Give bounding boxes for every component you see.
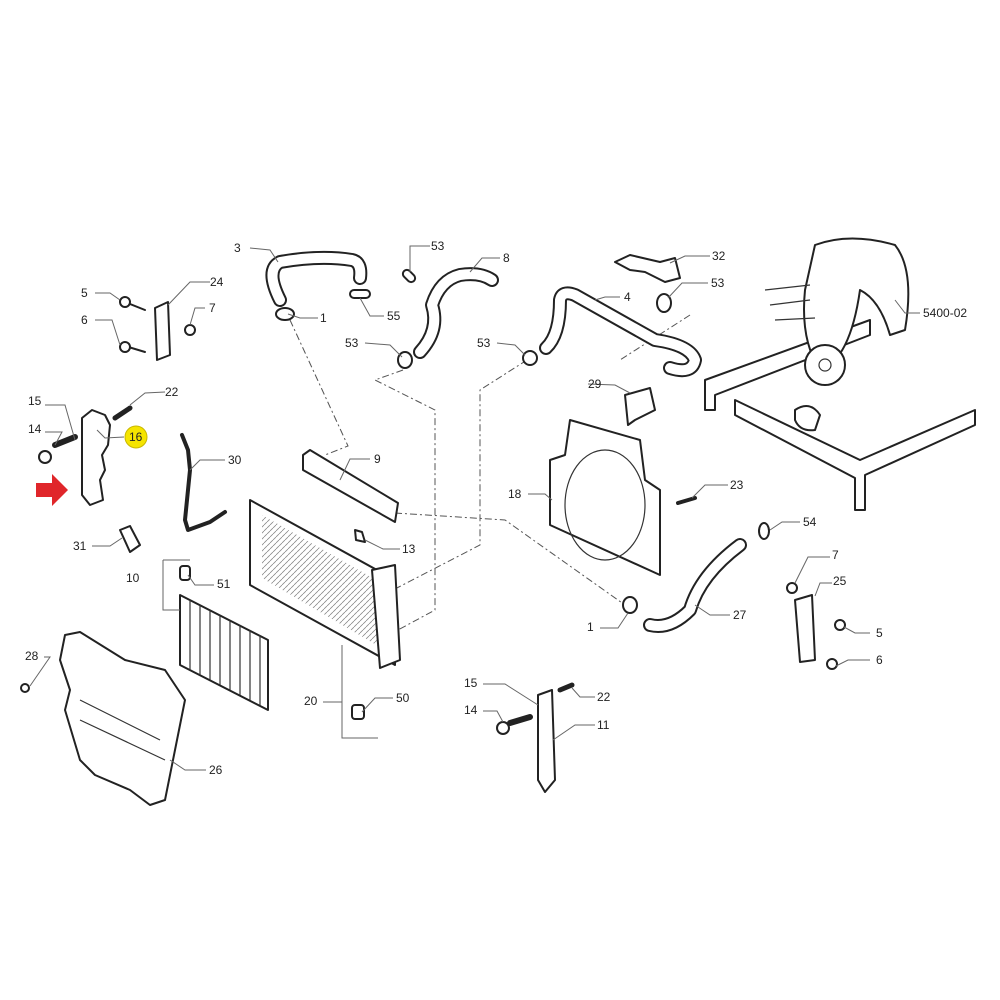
callout-14[interactable]: 14: [464, 703, 478, 717]
engine-chassis: [704, 237, 976, 511]
callout-6[interactable]: 6: [876, 653, 883, 667]
callout-7[interactable]: 7: [832, 548, 839, 562]
part-16-bracket: [38, 405, 133, 506]
callout-53[interactable]: 53: [431, 239, 445, 253]
callout-16-highlighted[interactable]: 16: [129, 430, 143, 444]
callout-55[interactable]: 55: [387, 309, 401, 323]
callout-10[interactable]: 10: [126, 571, 140, 585]
callout-27[interactable]: 27: [733, 608, 747, 622]
part-4-hose: [522, 286, 702, 378]
part-31-clip: [119, 525, 141, 553]
callout-14[interactable]: 14: [28, 422, 42, 436]
part-32-bracket: [614, 254, 681, 283]
callout-24[interactable]: 24: [210, 275, 224, 289]
callout-1[interactable]: 1: [320, 311, 327, 325]
callout-30[interactable]: 30: [228, 453, 242, 467]
part-10-condenser: [162, 559, 269, 711]
callout-32[interactable]: 32: [712, 249, 726, 263]
leader-lines: [29, 245, 920, 771]
callout-23[interactable]: 23: [730, 478, 744, 492]
pointer-arrow: [36, 474, 68, 506]
part-26-front-panel: [20, 631, 186, 806]
part-27-hose: [622, 522, 770, 633]
part-30-cable: [180, 433, 227, 532]
callout-26[interactable]: 26: [209, 763, 223, 777]
part-18-fan-shroud: [549, 387, 697, 576]
callout-22[interactable]: 22: [597, 690, 611, 704]
callout-25[interactable]: 25: [833, 574, 847, 588]
callout-8[interactable]: 8: [503, 251, 510, 265]
callout-3[interactable]: 3: [234, 241, 241, 255]
callout-6[interactable]: 6: [81, 313, 88, 327]
reference-code: 5400-02: [923, 306, 967, 320]
callout-9[interactable]: 9: [374, 452, 381, 466]
callout-29[interactable]: 29: [588, 377, 602, 391]
callout-53[interactable]: 53: [345, 336, 359, 350]
part-25-bracket: [786, 582, 846, 670]
callout-1[interactable]: 1: [587, 620, 594, 634]
callout-4[interactable]: 4: [624, 290, 631, 304]
callout-5[interactable]: 5: [81, 286, 88, 300]
part-8-hose: [397, 267, 499, 369]
callout-15[interactable]: 15: [464, 676, 478, 690]
callout-53[interactable]: 53: [477, 336, 491, 350]
part-20-radiator: [249, 499, 401, 739]
callout-11[interactable]: 11: [597, 718, 610, 732]
part-9-intercooler: [302, 449, 399, 523]
callout-5[interactable]: 5: [876, 626, 883, 640]
callout-51[interactable]: 51: [217, 577, 231, 591]
callout-20[interactable]: 20: [304, 694, 318, 708]
callout-31[interactable]: 31: [73, 539, 87, 553]
callout-53[interactable]: 53: [711, 276, 725, 290]
callout-18[interactable]: 18: [508, 487, 522, 501]
callout-13[interactable]: 13: [402, 542, 416, 556]
part-24-bracket: [119, 296, 196, 361]
part-13-clip: [354, 529, 366, 543]
callout-15[interactable]: 15: [28, 394, 42, 408]
callout-7[interactable]: 7: [209, 301, 216, 315]
callout-22[interactable]: 22: [165, 385, 179, 399]
callout-28[interactable]: 28: [25, 649, 39, 663]
highlight-circle: [124, 425, 148, 449]
callout-54[interactable]: 54: [803, 515, 817, 529]
part-11-bracket: [496, 682, 575, 793]
callout-labels: 3 53 8 32 4 53 1 55 53 53 24 5 7 6 15 22…: [25, 239, 967, 777]
callout-50[interactable]: 50: [396, 691, 410, 705]
